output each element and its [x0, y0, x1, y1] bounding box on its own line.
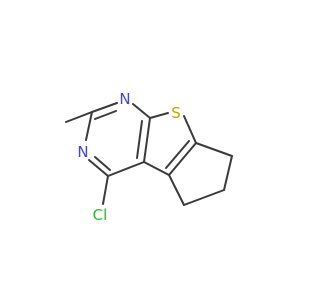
- bond-n3-c4: [88, 159, 109, 177]
- bond-c2-n3: [85, 111, 93, 141]
- bond-c7a-c7: [195, 142, 233, 157]
- bond-c7-c6: [223, 155, 233, 191]
- bond-methyl: [65, 111, 93, 123]
- molecule-canvas: N N S Cl: [65, 90, 233, 224]
- molecule-structure: N N S Cl: [65, 90, 233, 224]
- bond-n3-c4-double: [94, 156, 111, 171]
- bond-group: [65, 102, 233, 206]
- atom-label-n1: N: [119, 90, 130, 108]
- bond-c2-n1-double: [94, 110, 117, 120]
- bond-c7a-c3a-double: [165, 140, 190, 169]
- bond-c6-c5: [183, 189, 225, 206]
- bond-c7a-c3a: [168, 142, 197, 176]
- bond-c4a-c8a-double: [136, 120, 143, 159]
- bond-n1-c8a: [132, 103, 151, 119]
- bond-c3a-c4a: [143, 161, 170, 176]
- bond-c4a-c8a: [143, 117, 151, 163]
- bond-s-c7a: [183, 115, 197, 144]
- bond-c4-cl: [102, 175, 109, 205]
- bond-c5-c3a: [168, 174, 185, 206]
- bond-c4-c4a: [107, 161, 145, 177]
- atom-label-s: S: [171, 104, 181, 122]
- atom-label-cl: Cl: [93, 206, 108, 224]
- bond-c2-n1: [91, 102, 118, 113]
- bond-c8a-s: [149, 112, 169, 119]
- atom-label-n3: N: [77, 143, 88, 161]
